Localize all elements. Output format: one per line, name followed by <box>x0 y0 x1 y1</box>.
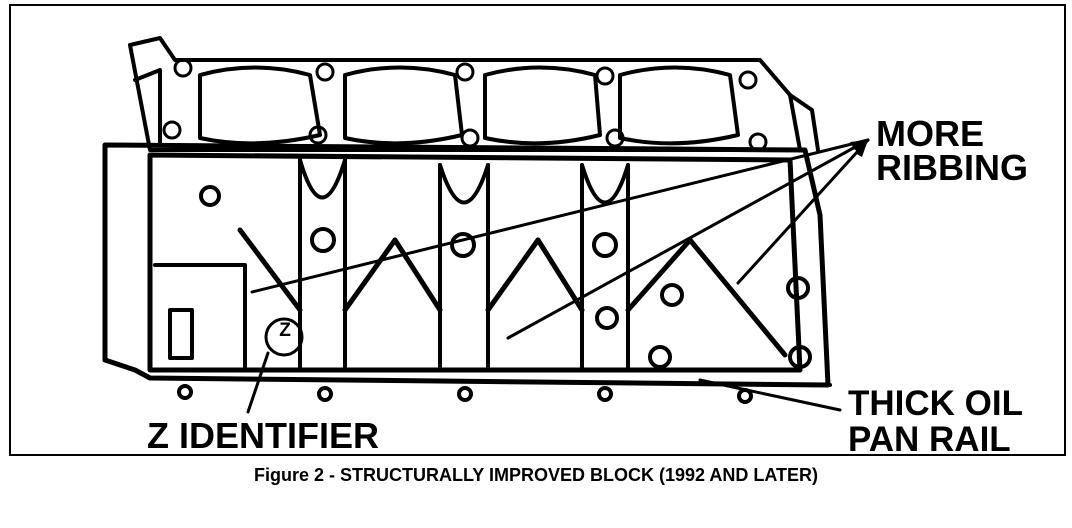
ribbing <box>237 227 788 358</box>
callout-pan-rail: PAN RAIL <box>848 420 1011 459</box>
z-badge-circle <box>264 317 304 357</box>
callout-z-identifier: Z IDENTIFIER <box>147 415 379 456</box>
callout-more: MORE <box>876 113 984 154</box>
side-bosses <box>199 185 812 369</box>
figure-caption: Figure 2 - STRUCTURALLY IMPROVED BLOCK (… <box>253 465 819 485</box>
bearing-webs <box>298 158 630 372</box>
z-badge-letter: Z <box>279 320 291 341</box>
callout-ribbing: RIBBING <box>876 147 1028 188</box>
leader-lines <box>246 138 870 414</box>
callout-thick-oil: THICK OIL <box>848 384 1023 423</box>
cylinder-housing <box>128 36 820 152</box>
left-end-details <box>153 263 247 372</box>
deck-bolt-holes <box>162 58 768 152</box>
arrow-heads <box>850 140 868 157</box>
